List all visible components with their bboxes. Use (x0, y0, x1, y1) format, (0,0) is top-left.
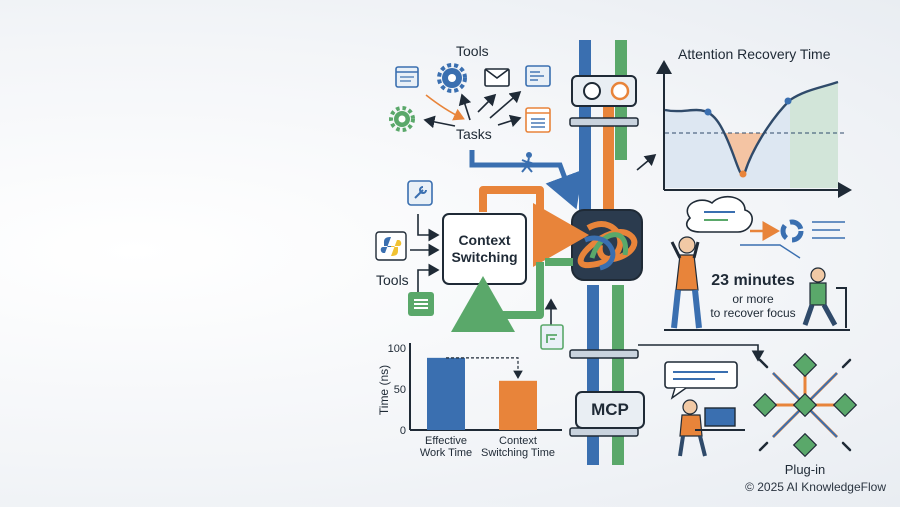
plugin-network (752, 352, 858, 458)
python-icon (375, 231, 407, 261)
y-tick-label: 50 (394, 384, 406, 396)
attention-recovery-chart (636, 60, 852, 198)
mail-icon (484, 68, 510, 87)
gear-icon (389, 106, 415, 132)
document-icon (540, 324, 564, 350)
browser-window-icon (395, 66, 419, 88)
left-tools-label: Tools (376, 272, 409, 288)
orange-arrow (425, 94, 465, 121)
green-loop-arrow (451, 262, 544, 332)
stressed-person-icon (670, 236, 702, 329)
arrow (477, 93, 497, 113)
arrow (423, 115, 456, 129)
recover-line3: to recover focus (710, 306, 796, 320)
recover-focus-panel (664, 195, 850, 331)
mcp-label: MCP (591, 400, 629, 419)
top-tools-title: Tools (456, 43, 489, 59)
plugin-label: Plug-in (784, 462, 826, 477)
y-tick-label: 100 (388, 343, 406, 355)
context-switching-line1: Context (458, 232, 511, 248)
laptop-worker-illustration (664, 361, 745, 457)
runner-icon (521, 152, 535, 173)
context-switching-line2: Switching (451, 249, 518, 265)
x-tick-label: Effective (425, 435, 467, 447)
context-switching-area (375, 180, 589, 350)
attention-title: Attention Recovery Time (678, 46, 831, 62)
bar (499, 380, 537, 430)
arrow (497, 114, 522, 128)
terminal-icon (525, 65, 551, 87)
blue-pipe-lower (587, 285, 599, 465)
mcp-block (575, 391, 645, 429)
blue-flow-arrow (469, 150, 584, 210)
orange-loop-arrow (479, 186, 589, 267)
y-axis-label: Time (ns) (377, 365, 391, 415)
knot-junction (571, 209, 643, 281)
copyright-text: © 2025 AI KnowledgeFlow (745, 480, 886, 494)
bar (427, 357, 465, 430)
checklist-icon (525, 107, 551, 133)
valve-block (571, 75, 637, 107)
x-tick-label: Work Time (420, 447, 472, 459)
wrench-icon (407, 180, 433, 206)
tasks-label: Tasks (456, 126, 492, 142)
difference-arrow (446, 357, 523, 379)
top-tools-cluster (389, 63, 584, 210)
pipe-system (569, 40, 645, 465)
list-icon (408, 292, 434, 316)
arrow (489, 90, 522, 119)
working-person-icon (802, 267, 847, 328)
gear-icon (437, 63, 467, 93)
arrow (458, 93, 472, 121)
x-tick-label: Context (499, 435, 537, 447)
recover-line2: or more (732, 292, 774, 306)
orange-pipe (603, 90, 614, 230)
x-tick-label: Switching Time (481, 447, 555, 459)
y-tick-label: 0 (400, 425, 406, 437)
green-pipe-lower (612, 285, 624, 465)
recover-big-text: 23 minutes (711, 272, 795, 289)
